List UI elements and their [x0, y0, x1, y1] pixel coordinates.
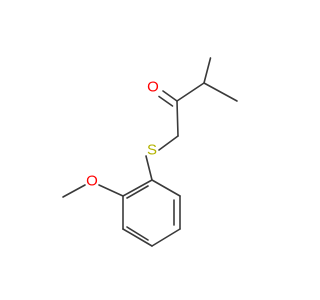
bond-carbonyl-ch2	[176, 100, 179, 137]
bond-carbonyl-double-1	[162, 90, 178, 102]
atom-label-methoxy-oxygen: O	[86, 173, 98, 190]
molecule-structure-drawing: O S O	[62, 57, 238, 247]
ring-inner-bond-2	[126, 226, 149, 241]
bond-ring-methoxy-oxygen	[98, 184, 124, 197]
ring-bond-3	[151, 228, 181, 247]
ring-inner-bond-3	[126, 185, 149, 199]
ring-bond-4	[122, 228, 153, 247]
bond-methoxy-methyl	[62, 184, 86, 198]
ring-bond-1	[151, 179, 181, 197]
ring-bond-6	[122, 179, 153, 197]
atom-label-sulfur: S	[147, 142, 157, 159]
atom-label-carbonyl-oxygen: O	[147, 79, 159, 96]
bond-ch-carbonyl	[176, 82, 205, 102]
bond-methyl-upper	[203, 57, 212, 84]
bond-methyl-right	[203, 82, 238, 102]
bond-carbonyl-double-2	[158, 95, 174, 107]
bond-ch2-sulfur	[158, 135, 179, 151]
bond-sulfur-ring	[145, 155, 153, 181]
